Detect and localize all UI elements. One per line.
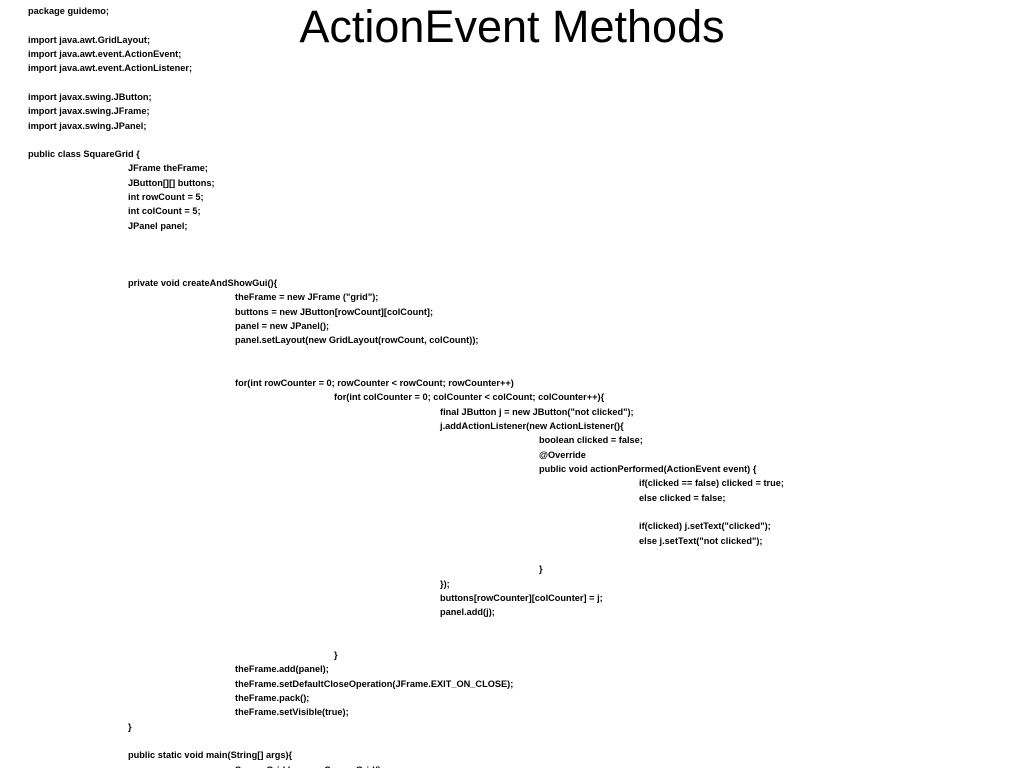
code-line-text: for(int colCounter = 0; colCounter < col…	[334, 392, 605, 403]
code-line-text: theFrame.setVisible(true);	[235, 707, 349, 718]
code-line: });	[0, 577, 1024, 591]
code-line: panel.setLayout(new GridLayout(rowCount,…	[0, 333, 1024, 347]
code-line-text: else j.setText("not clicked");	[639, 535, 763, 546]
code-line: import javax.swing.JPanel;	[0, 119, 1024, 133]
code-line: import java.awt.event.ActionEvent;	[0, 47, 1024, 61]
code-line-text: import java.awt.GridLayout;	[28, 34, 151, 45]
code-line-text: import javax.swing.JFrame;	[28, 106, 150, 117]
code-line-text: int rowCount = 5;	[128, 192, 204, 203]
code-line-text: buttons[rowCounter][colCounter] = j;	[440, 592, 603, 603]
code-line-blank	[0, 634, 1024, 648]
page-title: ActionEvent Methods	[299, 1, 725, 52]
code-line: else clicked = false;	[0, 491, 1024, 505]
code-line-text: theFrame.add(panel);	[235, 664, 329, 675]
code-line: if(clicked == false) clicked = true;	[0, 476, 1024, 490]
code-line: public void actionPerformed(ActionEvent …	[0, 462, 1024, 476]
code-line-blank	[0, 348, 1024, 362]
code-line: }	[0, 648, 1024, 662]
code-line: import javax.swing.JButton;	[0, 90, 1024, 104]
code-line: buttons[rowCounter][colCounter] = j;	[0, 591, 1024, 605]
code-line-text: import javax.swing.JPanel;	[28, 120, 147, 131]
code-line-text: theFrame.pack();	[235, 693, 310, 703]
code-line: JFrame theFrame;	[0, 161, 1024, 175]
code-line: else j.setText("not clicked");	[0, 534, 1024, 548]
code-line: JButton[][] buttons;	[0, 176, 1024, 190]
code-line-text: theFrame = new JFrame ("grid");	[235, 292, 379, 303]
code-line: for(int colCounter = 0; colCounter < col…	[0, 390, 1024, 404]
code-line-text: public void actionPerformed(ActionEvent …	[539, 464, 757, 474]
code-line-blank	[0, 76, 1024, 90]
code-line: boolean clicked = false;	[0, 433, 1024, 447]
code-line-text: JFrame theFrame;	[128, 163, 208, 174]
code-line-blank	[0, 133, 1024, 147]
code-line-text: import java.awt.event.ActionEvent;	[28, 48, 182, 59]
code-line-text: int colCount = 5;	[128, 206, 201, 217]
code-line-text: @Override	[539, 449, 586, 460]
code-line-text: for(int rowCounter = 0; rowCounter < row…	[235, 378, 514, 389]
code-line-text: private void createAndShowGui(){	[128, 277, 278, 288]
code-line: j.addActionListener(new ActionListener()…	[0, 419, 1024, 433]
code-line: JPanel panel;	[0, 219, 1024, 233]
code-line: import javax.swing.JFrame;	[0, 104, 1024, 118]
code-line-blank	[0, 233, 1024, 247]
code-line: @Override	[0, 448, 1024, 462]
code-line-blank	[0, 262, 1024, 276]
code-line-text: package guidemo;	[28, 6, 109, 16]
code-line-text: }	[334, 650, 338, 661]
code-line-blank	[0, 505, 1024, 519]
code-line: buttons = new JButton[rowCount][colCount…	[0, 305, 1024, 319]
code-line-blank	[0, 18, 1024, 32]
code-line: theFrame.pack();	[0, 691, 1024, 705]
code-line-text: theFrame.setDefaultCloseOperation(JFrame…	[235, 678, 514, 689]
code-line-blank	[0, 362, 1024, 376]
code-line-text: public class SquareGrid {	[28, 149, 140, 160]
code-line: theFrame.setVisible(true);	[0, 705, 1024, 719]
code-line-text: final JButton j = new JButton("not click…	[440, 406, 634, 417]
code-line-text: panel = new JPanel();	[235, 320, 330, 331]
code-line: theFrame = new JFrame ("grid");	[0, 290, 1024, 304]
code-line: theFrame.add(panel);	[0, 662, 1024, 676]
code-line-text: j.addActionListener(new ActionListener()…	[440, 421, 624, 432]
code-line: SquareGrid h = new SquareGrid();	[0, 763, 1024, 768]
code-line-text: if(clicked == false) clicked = true;	[639, 478, 784, 489]
code-line-text: import java.awt.event.ActionListener;	[28, 63, 193, 74]
code-line-text: public static void main(String[] args){	[128, 750, 293, 761]
code-line: import java.awt.GridLayout;	[0, 33, 1024, 47]
code-line: int colCount = 5;	[0, 204, 1024, 218]
code-line-text: }	[128, 721, 132, 732]
code-line-text: panel.add(j);	[440, 607, 495, 618]
code-line-text: SquareGrid h = new SquareGrid();	[235, 765, 384, 768]
code-line: theFrame.setDefaultCloseOperation(JFrame…	[0, 677, 1024, 691]
code-line: import java.awt.event.ActionListener;	[0, 61, 1024, 75]
code-line: public static void main(String[] args){	[0, 748, 1024, 762]
code-line: public class SquareGrid {	[0, 147, 1024, 161]
code-line: int rowCount = 5;	[0, 190, 1024, 204]
code-line-blank	[0, 548, 1024, 562]
code-line: final JButton j = new JButton("not click…	[0, 405, 1024, 419]
code-line-text: });	[440, 578, 450, 589]
code-line-text: }	[539, 564, 543, 575]
code-line-text: JButton[][] buttons;	[128, 177, 215, 188]
code-line: if(clicked) j.setText("clicked");	[0, 519, 1024, 533]
code-listing: package guidemo; import java.awt.GridLayo…	[0, 4, 1024, 768]
code-line: }	[0, 562, 1024, 576]
code-line-text: if(clicked) j.setText("clicked");	[639, 521, 771, 532]
code-line: private void createAndShowGui(){	[0, 276, 1024, 290]
code-line: panel.add(j);	[0, 605, 1024, 619]
code-line: package guidemo;	[0, 4, 1024, 18]
code-line-blank	[0, 619, 1024, 633]
code-line-text: import javax.swing.JButton;	[28, 91, 152, 102]
code-line-text: boolean clicked = false;	[539, 435, 643, 446]
code-line: panel = new JPanel();	[0, 319, 1024, 333]
code-line-blank	[0, 247, 1024, 261]
code-line-blank	[0, 734, 1024, 748]
code-line: }	[0, 720, 1024, 734]
code-line-text: buttons = new JButton[rowCount][colCount…	[235, 306, 434, 317]
code-line-text: panel.setLayout(new GridLayout(rowCount,…	[235, 335, 479, 346]
code-line-text: JPanel panel;	[128, 220, 188, 231]
code-line: for(int rowCounter = 0; rowCounter < row…	[0, 376, 1024, 390]
code-line-text: else clicked = false;	[639, 492, 726, 503]
